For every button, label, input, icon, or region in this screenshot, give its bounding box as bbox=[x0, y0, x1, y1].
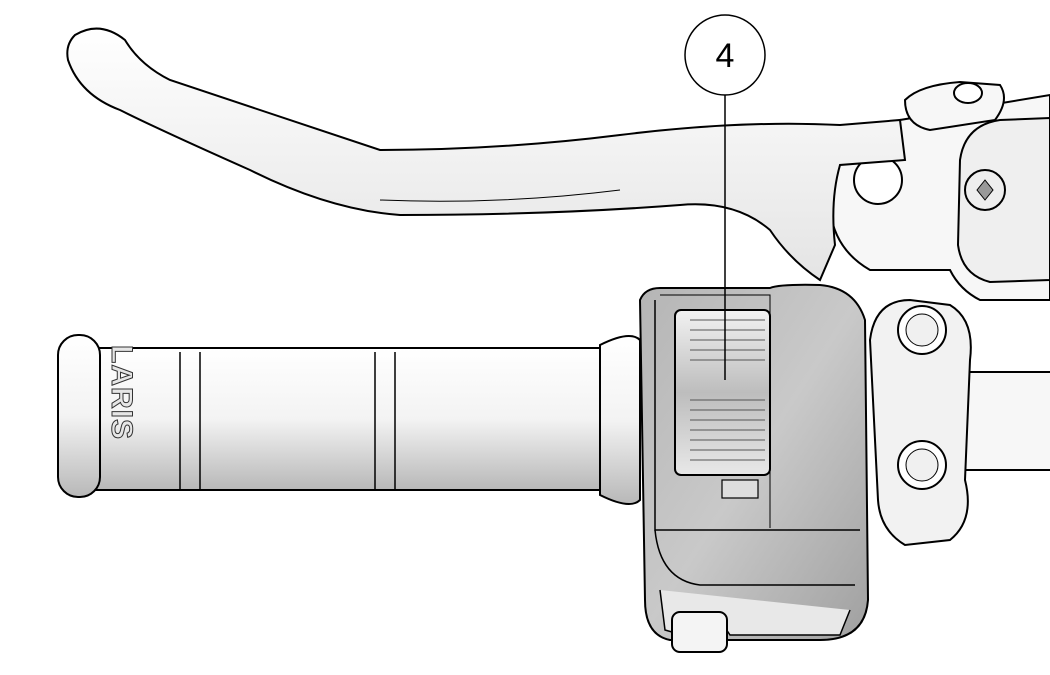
handgrip: LARIS bbox=[57, 334, 641, 505]
handlebar-clamp bbox=[868, 298, 972, 547]
switch-housing bbox=[638, 283, 870, 653]
handlebar-tube bbox=[959, 371, 1050, 471]
rotary-control-wheel[interactable] bbox=[674, 309, 771, 476]
callout-4: 4 bbox=[684, 14, 766, 380]
grip-brand-logo: LARIS bbox=[105, 345, 139, 441]
callout-circle bbox=[684, 14, 766, 96]
brake-lever bbox=[66, 27, 907, 282]
callout-number: 4 bbox=[716, 37, 735, 75]
svg-text:LARIS: LARIS bbox=[105, 345, 138, 440]
